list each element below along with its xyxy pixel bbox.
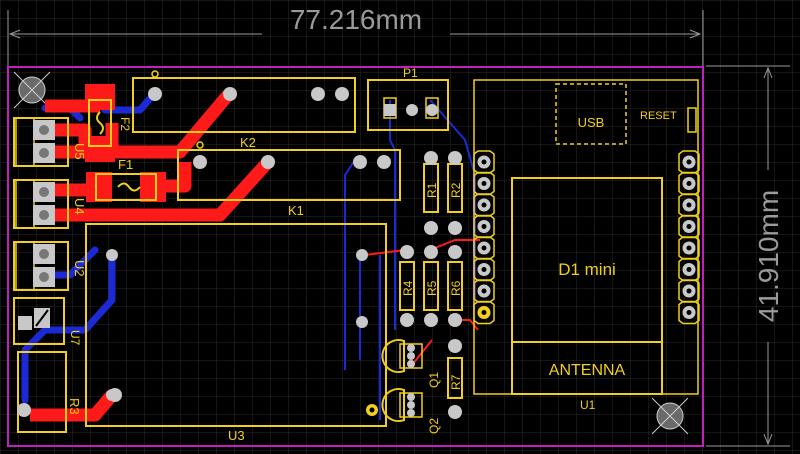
fuse-f2 — [85, 84, 115, 162]
label-u3: U3 — [228, 428, 245, 443]
module-u1-d1-mini — [473, 79, 699, 395]
label-reset: RESET — [640, 110, 677, 122]
label-u5: U5 — [72, 143, 87, 160]
label-f2: F2 — [118, 117, 132, 131]
label-r7: R7 — [449, 374, 463, 390]
label-d1-mini: D1 mini — [558, 260, 616, 279]
label-p1: P1 — [403, 66, 418, 80]
connector-p1 — [367, 79, 449, 131]
right-pin-outline — [678, 150, 700, 325]
label-r1: R1 — [425, 182, 439, 198]
resistor-r1 — [423, 151, 439, 235]
label-antenna: ANTENNA — [549, 362, 626, 379]
component-u7 — [13, 297, 65, 345]
right-pin-drill-8 — [686, 310, 692, 315]
board-outline — [7, 66, 704, 447]
resistor-r7 — [447, 339, 463, 419]
transistor-q2 — [381, 388, 423, 422]
label-usb: USB — [578, 115, 605, 130]
resistor-r5 — [423, 245, 439, 327]
module-u3 — [85, 223, 387, 427]
label-k2: K2 — [240, 135, 256, 150]
width-dimension — [7, 10, 704, 66]
right-pin-drill-5 — [686, 245, 692, 251]
label-f1: F1 — [118, 157, 133, 172]
left-pin-drill-6 — [481, 267, 487, 272]
resistor-r6 — [447, 245, 463, 327]
height-dimension-label: 41.910mm — [753, 190, 784, 322]
right-pin-drill-4 — [686, 224, 692, 229]
terminal-block-u5 — [13, 117, 69, 167]
label-q2: Q2 — [427, 418, 441, 434]
transistor-q1 — [381, 339, 423, 373]
left-pin-outline — [473, 150, 495, 325]
d1-mini-left-header — [473, 150, 495, 325]
label-q1: Q1 — [427, 372, 441, 388]
mounting-hole-top-left — [13, 71, 51, 109]
fuse-f1 — [86, 172, 166, 202]
terminal-block-u4 — [13, 179, 69, 229]
left-pin-drill-3 — [481, 202, 487, 208]
right-pin-drill-2 — [686, 181, 692, 186]
label-r3: R3 — [67, 398, 82, 415]
d1-mini-right-header — [678, 150, 700, 325]
right-pin-drill-3 — [686, 202, 692, 208]
label-r2: R2 — [449, 182, 463, 198]
terminal-block-u2 — [13, 241, 69, 291]
left-pin-drill-4 — [481, 224, 487, 229]
label-k1: K1 — [288, 203, 304, 218]
label-r6: R6 — [449, 280, 463, 296]
left-pin-drill-1 — [481, 159, 487, 165]
mounting-hole-bottom-right — [651, 397, 689, 435]
left-pin-drill-2 — [481, 181, 487, 186]
left-pin-drill-8 — [481, 310, 487, 315]
right-pin-drill-1 — [686, 159, 692, 165]
left-pin-drill-5 — [481, 245, 487, 251]
right-pin-drill-6 — [686, 267, 692, 272]
width-dimension-label: 77.216mm — [290, 4, 422, 35]
label-u4: U4 — [72, 198, 87, 215]
label-r5: R5 — [425, 280, 439, 296]
relay-k2 — [132, 70, 356, 133]
label-u7: U7 — [68, 330, 82, 346]
resistor-r4 — [399, 245, 415, 327]
left-pin-drill-7 — [481, 288, 487, 294]
label-u2: U2 — [72, 260, 87, 277]
label-r4: R4 — [401, 280, 415, 296]
height-dimension — [706, 65, 790, 447]
resistor-r2 — [447, 151, 463, 235]
label-u1: U1 — [580, 398, 596, 412]
right-pin-drill-7 — [686, 288, 692, 294]
relay-k1 — [177, 141, 401, 201]
